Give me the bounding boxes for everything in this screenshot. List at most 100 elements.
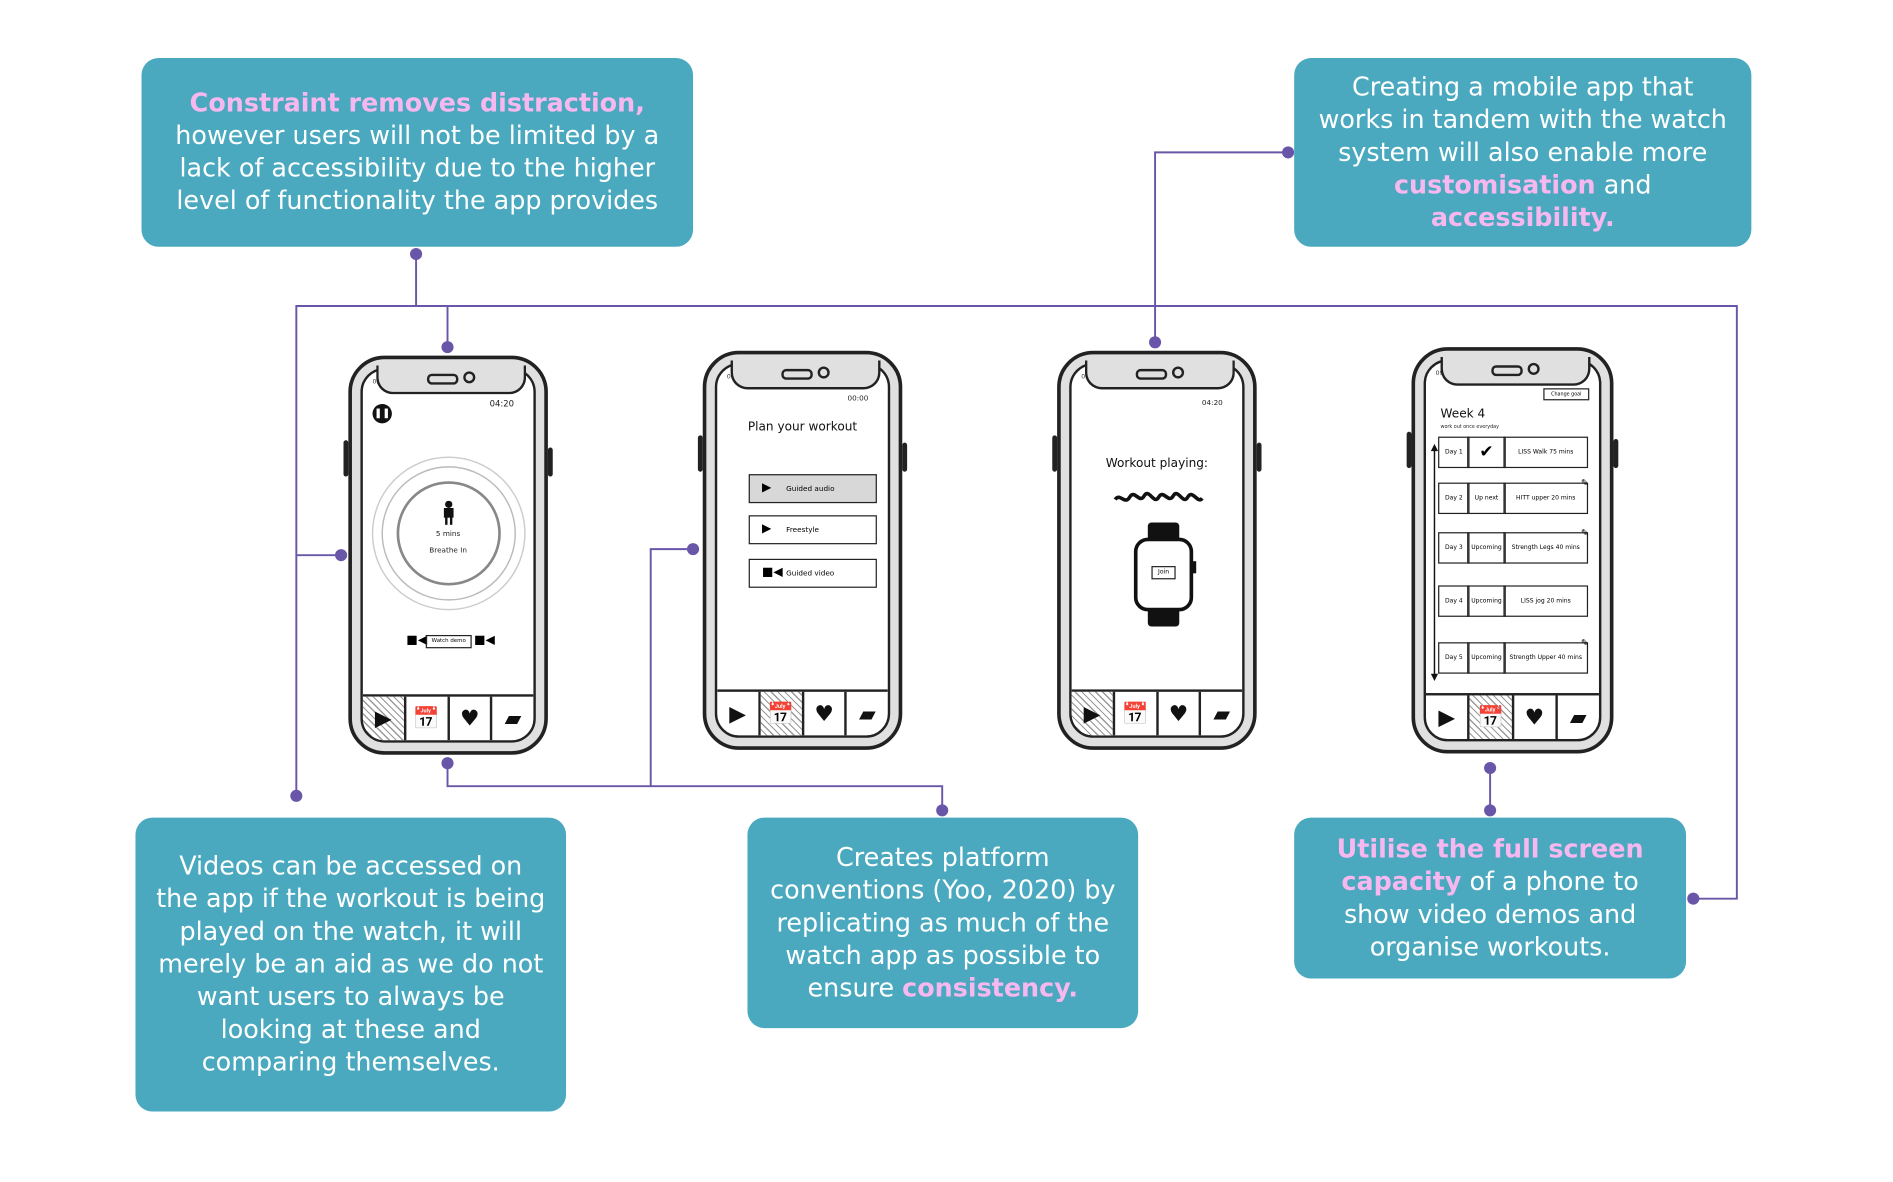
calendar-icon: 📅 bbox=[1121, 700, 1149, 727]
playing-timer: 04:20 bbox=[1201, 399, 1223, 408]
note-tandem-text-a: Creating a mobile app that works in tand… bbox=[1318, 71, 1727, 167]
tab-calendar[interactable]: 📅 bbox=[1469, 695, 1514, 740]
playing-title: Workout playing: bbox=[1105, 457, 1209, 471]
book-icon: ▰ bbox=[504, 705, 522, 732]
heart-rate-icon: ♥ bbox=[1168, 700, 1189, 727]
scroll-arrow-icon bbox=[1430, 443, 1439, 681]
option-freestyle[interactable]: ▶ Freestyle bbox=[748, 515, 877, 545]
phone-plan-screen: 09:52 AM ▂▄▆ ◔ ▭ 00:00 Plan your workout… bbox=[714, 362, 891, 738]
row-workout: Strength Upper 40 mins bbox=[1503, 642, 1589, 674]
note-tandem-highlight-b: accessibility. bbox=[1430, 202, 1615, 232]
note-tandem-highlight-a: customisation bbox=[1393, 169, 1596, 199]
week-subtitle: work out once everyday bbox=[1440, 423, 1500, 430]
breathing-instruction: Breathe In bbox=[429, 546, 467, 556]
tab-calendar[interactable]: 📅 bbox=[760, 691, 804, 736]
tab-play[interactable]: ▶ bbox=[1426, 695, 1470, 740]
calendar-icon: 📅 bbox=[1476, 704, 1505, 730]
note-tandem: Creating a mobile app that works in tand… bbox=[1294, 58, 1752, 247]
heart-rate-icon: ♥ bbox=[459, 705, 480, 732]
plan-title: Plan your workout bbox=[747, 420, 858, 435]
note-conventions: Creates platform conventions (Yoo, 2020)… bbox=[747, 817, 1139, 1029]
join-button[interactable]: Join bbox=[1151, 566, 1176, 580]
tab-calendar[interactable]: 📅 bbox=[406, 696, 450, 741]
phone1-bottom-line bbox=[446, 763, 944, 811]
tab-play[interactable]: ▶ bbox=[362, 696, 407, 741]
workout-timer: 04:20 bbox=[489, 399, 515, 409]
week-title: Week 4 bbox=[1440, 407, 1486, 421]
pencil-icon[interactable]: ✎ bbox=[1580, 637, 1589, 649]
row-day: Day 5 bbox=[1438, 642, 1470, 674]
option-label: Guided video bbox=[786, 569, 835, 578]
tab-heart[interactable]: ♥ bbox=[1514, 695, 1558, 740]
tab-book[interactable]: ▰ bbox=[493, 697, 534, 741]
change-goal-button[interactable]: Change goal bbox=[1543, 388, 1590, 401]
phone-breathing: 09:52 AM ▂▄▆ ◔ ▭ 04:20 ❚❚ 5 mins Breathe… bbox=[343, 355, 553, 755]
phone-breathing-screen: 09:52 AM ▂▄▆ ◔ ▭ 04:20 ❚❚ 5 mins Breathe… bbox=[360, 367, 536, 743]
pause-icon[interactable]: ❚❚ bbox=[372, 403, 392, 424]
breathing-rings bbox=[371, 456, 526, 611]
play-icon: ▶ bbox=[374, 705, 392, 732]
tab-bar: ▶ 📅 ♥ ▰ bbox=[1071, 689, 1243, 736]
phone-playing-screen: 09:52 AM ▂▄▆ ◔ ▭ 04:20 Workout playing: … bbox=[1069, 362, 1245, 738]
row-status: Upcoming bbox=[1467, 585, 1506, 617]
tab-calendar[interactable]: 📅 bbox=[1115, 691, 1159, 736]
tab-play[interactable]: ▶ bbox=[717, 691, 761, 736]
play-icon: ▶ bbox=[761, 522, 772, 536]
tab-heart[interactable]: ♥ bbox=[449, 696, 493, 741]
note-conventions-text: Creates platform conventions (Yoo, 2020)… bbox=[770, 842, 1116, 1003]
row-day: Day 3 bbox=[1438, 532, 1470, 564]
option-label: Freestyle bbox=[786, 525, 819, 534]
phone-weekly-screen: 09:52 AM ▂▄▆ ◔ ▭ Change goal Week 4 work… bbox=[1423, 359, 1602, 742]
note-constraint-text: however users will not be limited by a l… bbox=[175, 120, 660, 216]
phone2-link-line bbox=[649, 548, 694, 787]
note-full-screen-highlight: Utilise the full screen capacity bbox=[1336, 833, 1644, 896]
note-tandem-text-b: and bbox=[1595, 169, 1652, 199]
heart-rate-icon: ♥ bbox=[814, 700, 834, 727]
note-constraint-highlight: Constraint removes distraction, bbox=[189, 88, 645, 118]
note-full-screen-text: of a phone to show video demos and organ… bbox=[1343, 866, 1639, 961]
pencil-icon[interactable]: ✎ bbox=[1580, 527, 1589, 539]
tab-bar: ▶ 📅 ♥ ▰ bbox=[362, 694, 534, 741]
tab-book[interactable]: ▰ bbox=[847, 692, 888, 736]
play-icon: ▶ bbox=[1083, 700, 1101, 727]
smartwatch-icon bbox=[1133, 522, 1197, 627]
top-right-note-line bbox=[1154, 151, 1289, 343]
option-guided-video[interactable]: ■◀Guided video bbox=[748, 558, 877, 588]
row-status: Upcoming bbox=[1467, 532, 1506, 564]
row-workout: Strength Legs 40 mins bbox=[1503, 532, 1589, 564]
play-icon: ▶ bbox=[1438, 704, 1456, 730]
row-day: Day 1 bbox=[1438, 436, 1470, 469]
option-label: Guided audio bbox=[786, 484, 835, 493]
tab-bar: ▶ 📅 ♥ ▰ bbox=[1426, 693, 1599, 740]
book-icon: ▰ bbox=[858, 700, 876, 727]
scribble-text bbox=[1113, 491, 1204, 502]
plan-timer: 00:00 bbox=[847, 394, 869, 403]
watch-demo-button[interactable]: Watch demo bbox=[425, 634, 472, 649]
tab-heart[interactable]: ♥ bbox=[804, 691, 847, 736]
book-icon: ▰ bbox=[1569, 704, 1587, 730]
pencil-icon[interactable]: ✎ bbox=[1580, 477, 1589, 489]
tab-bar: ▶ 📅 ♥ ▰ bbox=[717, 689, 888, 736]
phone-weekly-plan: 09:52 AM ▂▄▆ ◔ ▭ Change goal Week 4 work… bbox=[1406, 347, 1619, 754]
note-full-screen: Utilise the full screen capacity of a ph… bbox=[1294, 817, 1687, 979]
tab-book[interactable]: ▰ bbox=[1201, 692, 1242, 736]
row-workout: LISS Walk 75 mins bbox=[1503, 436, 1589, 469]
tab-play[interactable]: ▶ bbox=[1071, 691, 1115, 736]
breathing-duration: 5 mins bbox=[435, 529, 461, 539]
row-status: Up next bbox=[1467, 482, 1506, 515]
tab-heart[interactable]: ♥ bbox=[1158, 691, 1202, 736]
book-icon: ▰ bbox=[1213, 700, 1231, 727]
heart-rate-icon: ♥ bbox=[1524, 704, 1545, 730]
calendar-icon: 📅 bbox=[767, 700, 795, 727]
option-guided-audio[interactable]: ▶Guided audio bbox=[748, 474, 877, 504]
video-camera-icon: ■◀ bbox=[406, 633, 428, 648]
tab-book[interactable]: ▰ bbox=[1558, 695, 1599, 739]
person-icon bbox=[443, 500, 454, 525]
row-workout: LISS jog 20 mins bbox=[1503, 585, 1589, 617]
row-day: Day 4 bbox=[1438, 585, 1470, 617]
note-videos-text: Videos can be accessed on the app if the… bbox=[156, 851, 546, 1077]
video-camera-icon: ■◀ bbox=[761, 566, 783, 580]
calendar-icon: 📅 bbox=[412, 705, 441, 732]
play-icon: ▶ bbox=[729, 700, 747, 727]
